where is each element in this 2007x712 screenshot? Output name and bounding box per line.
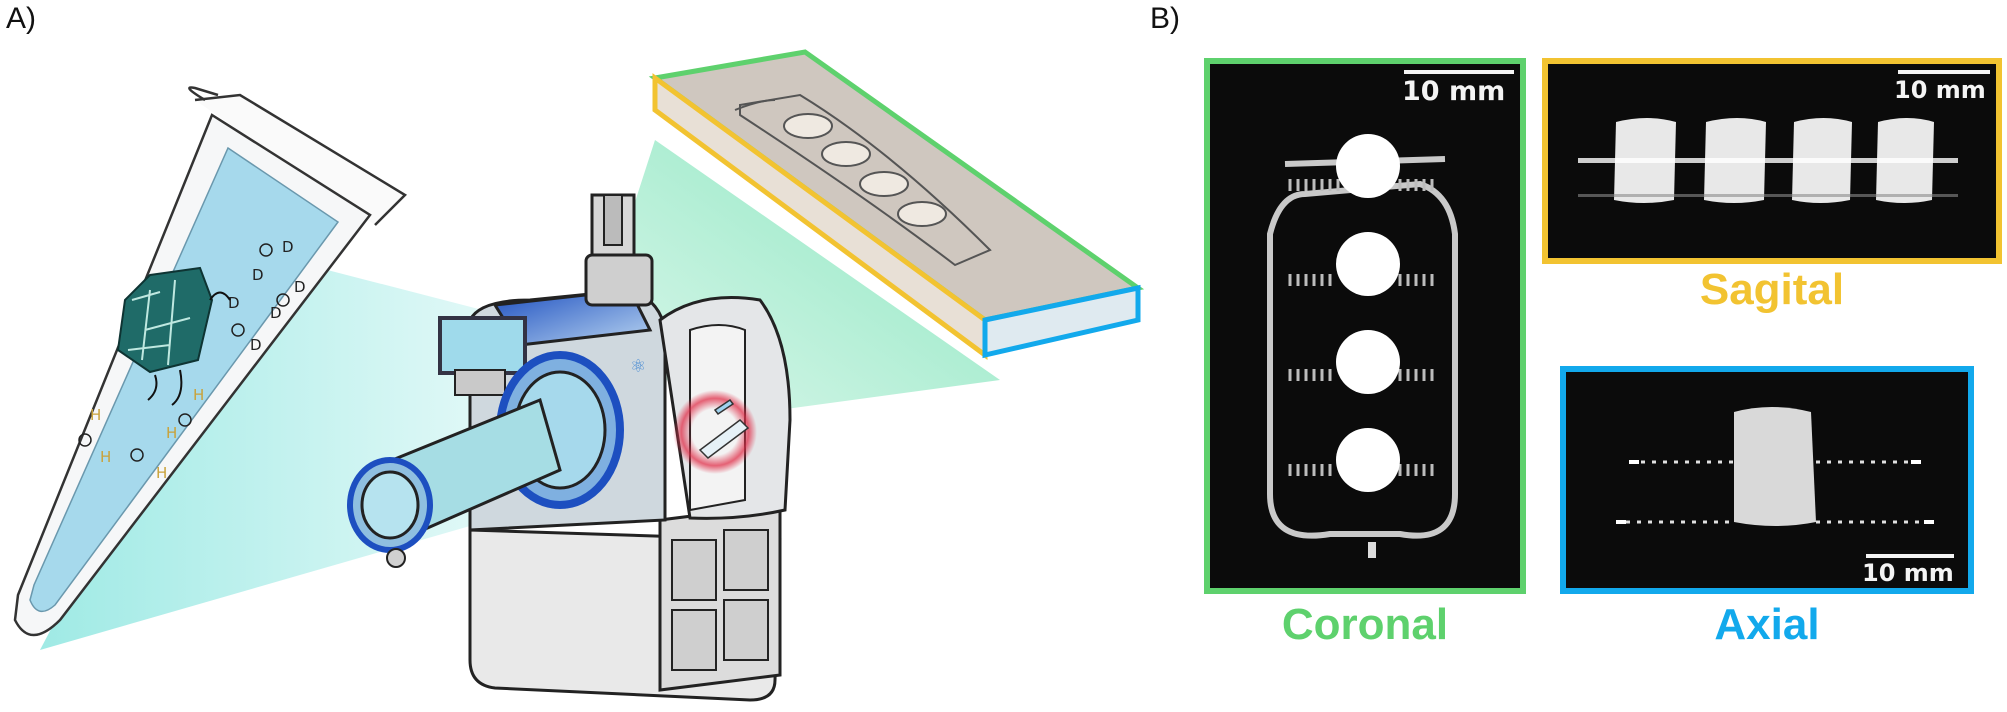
deuterium-label: D xyxy=(252,266,264,284)
deuterium-label: D xyxy=(250,336,262,354)
sagital-label: Sagital xyxy=(1699,265,1845,314)
experiment-illustration: D D D D D D H H H H H xyxy=(13,49,1145,702)
axial-channel-dots xyxy=(1626,460,1921,524)
sagital-image-frame: 10 mm xyxy=(1542,58,2002,264)
chip-wells xyxy=(783,113,947,227)
axial-label: Axial xyxy=(1714,600,1820,649)
axial-scale-label: 10 mm xyxy=(1862,559,1954,587)
molecules: D D D D D D H H H H H xyxy=(78,238,306,482)
axial-image-frame: 10 mm xyxy=(1560,366,1974,594)
coronal-image-frame: 10 mm xyxy=(1204,58,1526,594)
coronal-channels xyxy=(1288,179,1434,476)
deuterium-label: D xyxy=(270,304,282,322)
atom-icon: ⚛ xyxy=(630,356,646,377)
deuterium-label: D xyxy=(282,238,294,256)
coronal-scale-bar xyxy=(1404,70,1514,74)
sample-tube xyxy=(13,86,408,637)
beam-to-tube xyxy=(40,250,560,650)
panel-a-label: A) xyxy=(6,2,36,35)
microfluidic-chip xyxy=(648,49,1145,360)
deuterium-label: D xyxy=(228,294,240,312)
sagital-mri-image xyxy=(1578,118,1958,203)
axial-mri-image xyxy=(1616,407,1934,526)
hydrogen-label: H xyxy=(166,424,177,442)
coronal-mri-image xyxy=(1267,134,1458,558)
chip-highlight xyxy=(673,390,757,474)
hydrogen-label: H xyxy=(100,448,111,466)
sagital-scale-label: 10 mm xyxy=(1894,76,1986,104)
diffusion-arrows xyxy=(147,291,231,406)
hydrogen-label: H xyxy=(156,464,167,482)
coronal-label: Coronal xyxy=(1281,600,1449,649)
coronal-scale-label: 10 mm xyxy=(1402,76,1506,107)
axial-scale-bar xyxy=(1866,554,1954,558)
sagital-scale-bar xyxy=(1898,70,1990,74)
hydrogen-label: H xyxy=(90,406,101,424)
chip-miniature xyxy=(698,398,750,459)
tissue-sample xyxy=(116,266,214,374)
coronal-wells xyxy=(1336,134,1400,492)
deuterium-label: D xyxy=(294,278,306,296)
panel-b-label: B) xyxy=(1150,2,1180,35)
hydrogen-label: H xyxy=(193,386,204,404)
axial-well xyxy=(1734,407,1816,526)
